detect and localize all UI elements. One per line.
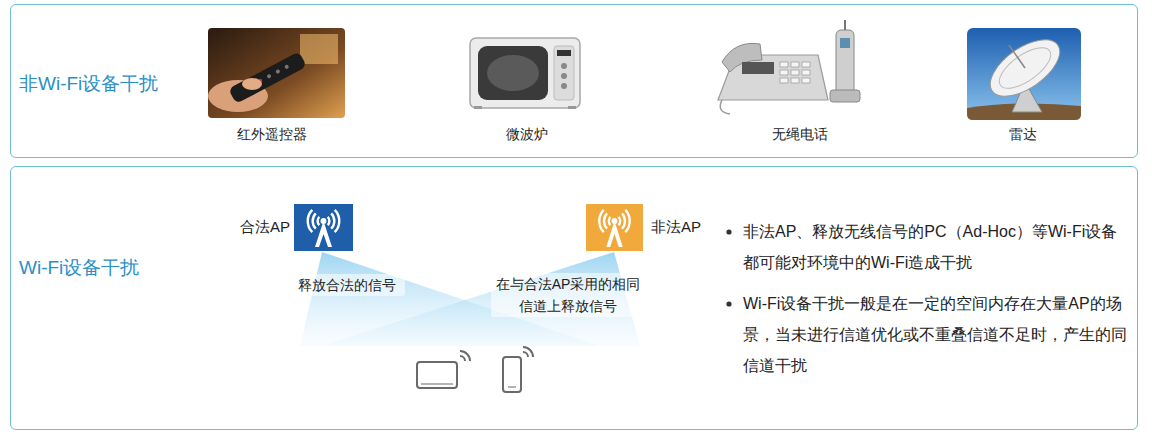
radar-picture [967, 22, 1081, 120]
ap-icon [586, 204, 643, 251]
device-caption: 红外遥控器 [237, 126, 307, 144]
device-caption: 无绳电话 [772, 126, 828, 144]
signal-caption: 释放合法的信号 [289, 274, 405, 296]
microwave-picture [470, 38, 580, 109]
phone-picture [718, 20, 860, 114]
bullet-text: 非法AP、释放无线信号的PC（Ad-Hoc）等Wi-Fi设备都可能对环境中的Wi… [743, 216, 1131, 278]
device-caption: 微波炉 [506, 126, 548, 144]
panel-title: Wi-Fi设备干扰 [19, 255, 139, 281]
signal-caption: 在与合法AP采用的相同信道上释放信号 [491, 273, 645, 317]
bullet-text: Wi-Fi设备干扰一般是在一定的空间内存在大量AP的场景，当未进行信道优化或不重… [743, 288, 1131, 381]
bullet-dot [726, 229, 731, 306]
ap-label: 合法AP [240, 218, 290, 237]
group-panel: 非Wi-Fi设备干扰 [10, 4, 1138, 158]
ap-icon [294, 204, 353, 251]
ap-label: 非法AP [651, 218, 701, 237]
panel-title: 非Wi-Fi设备干扰 [19, 71, 158, 97]
device-caption: 雷达 [1009, 126, 1037, 144]
ap-node: 非法AP [586, 204, 643, 251]
client-devices [417, 347, 533, 392]
ap-node: 合法AP [294, 204, 353, 251]
remote-picture [208, 28, 345, 118]
